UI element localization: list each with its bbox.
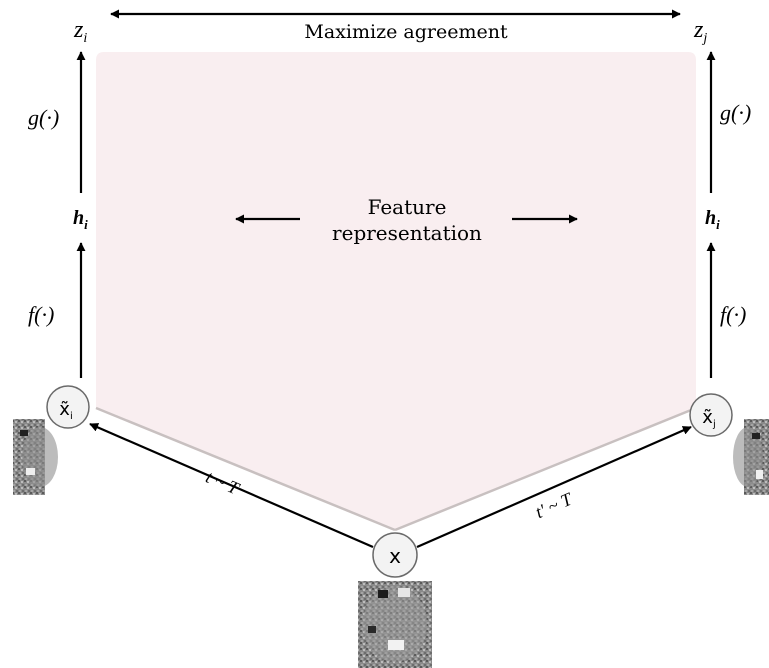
maximize-agreement-label: Maximize agreement (304, 21, 508, 43)
feature-region (96, 52, 696, 530)
region-edge-right (394, 406, 697, 532)
left-g-label: g(·) (28, 105, 59, 130)
augmented-view-node-left: x̃i (46, 385, 90, 429)
svg-text:x̃j: x̃j (702, 407, 715, 430)
right-f-label: f(·) (720, 302, 746, 327)
region-edge-left (95, 406, 396, 532)
augment-right-arrow (416, 425, 692, 549)
right-z-label: zj (693, 17, 707, 46)
right-h-label: hi (705, 207, 720, 232)
augment-left-arrow (89, 422, 374, 549)
feature-label-line2: representation (332, 221, 482, 245)
svg-text:x̃i: x̃i (59, 399, 72, 422)
feature-label-line1: Feature (368, 195, 447, 219)
left-brain-thumbnail (13, 419, 58, 495)
right-g-label: g(·) (720, 100, 751, 125)
svg-text:x: x (389, 544, 401, 568)
left-z-label: zi (73, 17, 87, 46)
augmented-view-node-right: x̃j (689, 393, 733, 437)
right-brain-thumbnail (733, 419, 769, 495)
left-h-label: hi (73, 207, 88, 232)
left-f-label: f(·) (28, 302, 54, 327)
input-node: x (372, 532, 418, 578)
augment-left-label: t ~ T (203, 467, 244, 500)
input-brain-thumbnail (358, 581, 432, 668)
